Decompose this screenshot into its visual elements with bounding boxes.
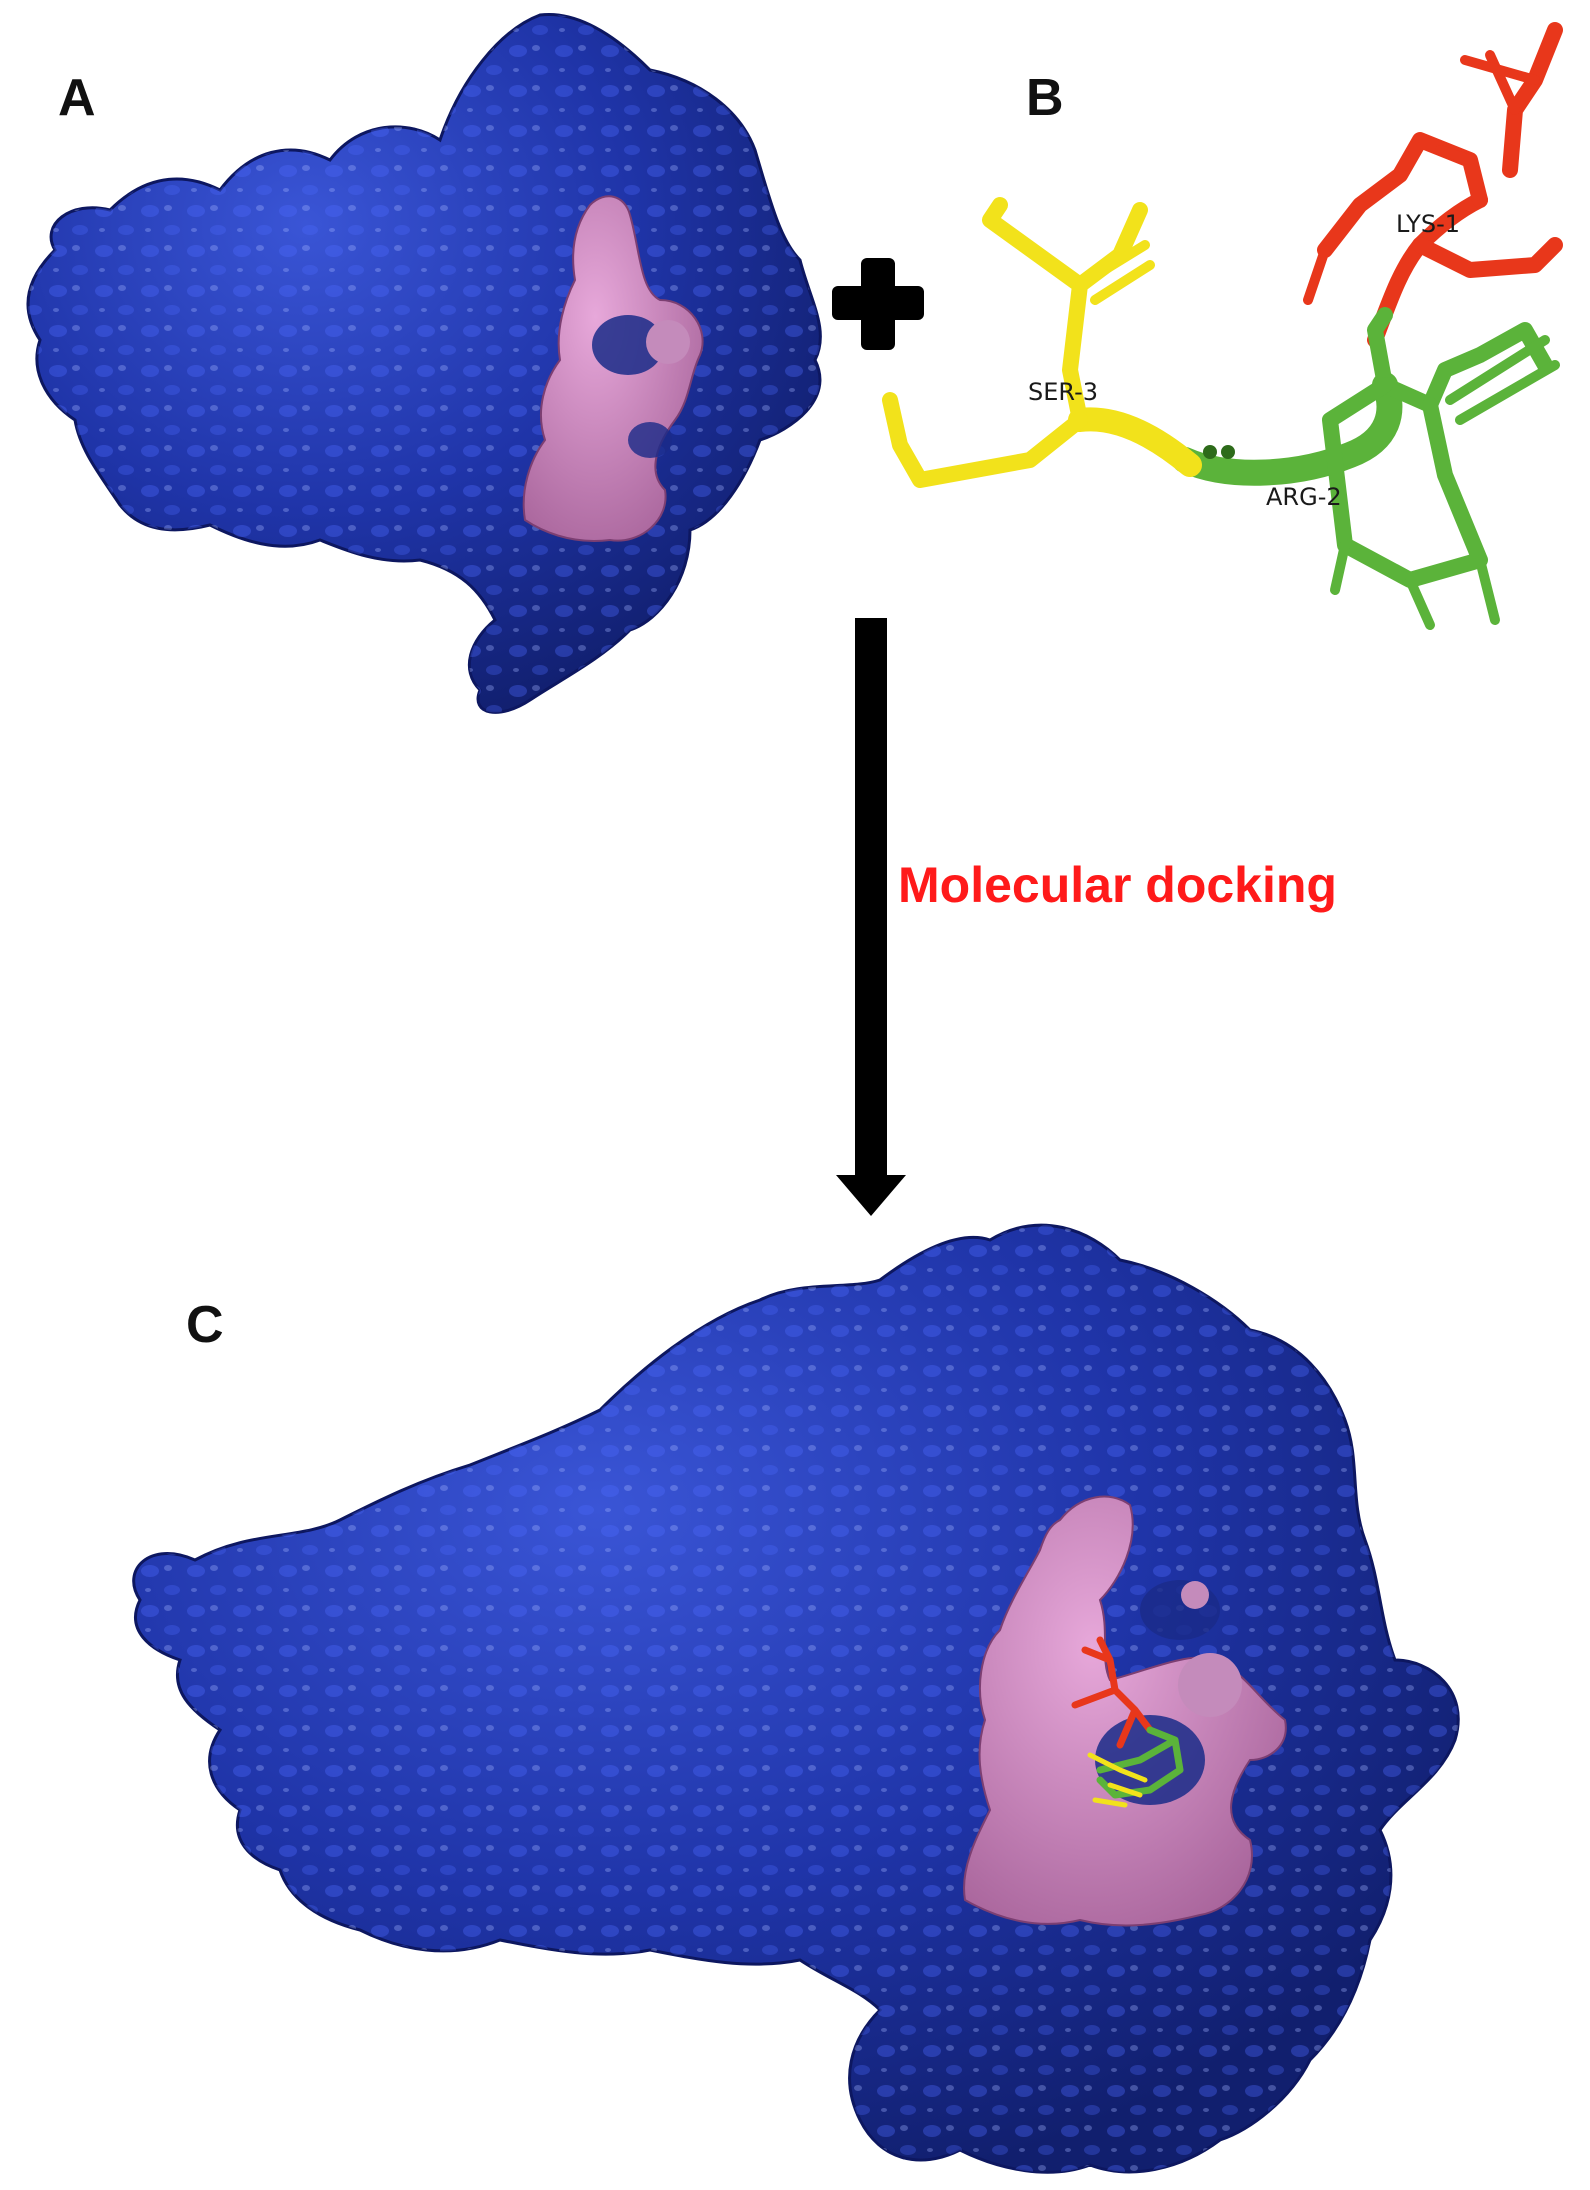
lys-1-upper [1502,22,1563,178]
ser-3-backbone [1068,407,1202,477]
pocket-cavity-a-2 [628,422,672,458]
panel-label-c: C [186,1296,224,1354]
residue-label-lys-1: LYS-1 [1396,210,1460,238]
ser-3-bond-1 [1075,240,1150,290]
pocket-cavity-c-2 [1140,1580,1220,1640]
ser-3-chain [882,392,1088,488]
docking-arrow-shaft [855,618,887,1178]
docking-arrow [836,618,906,1216]
pocket-bump-c [1178,1653,1242,1717]
docked-ligand-ser [1087,1752,1148,1808]
docked-ligand-lys [1071,1636,1154,1749]
panel-label-a: A [58,69,96,127]
protein-surface-a [26,12,822,714]
arg-2-double-bond [1445,335,1560,425]
lys-1-chain [1412,237,1563,278]
protein-surface-a-texture [28,14,821,713]
docking-arrow-head [836,1175,906,1216]
arg-2-bond-1 [1330,540,1350,595]
protein-surface-c [132,1223,1460,2174]
panel-label-b: B [1026,69,1064,127]
ligand-stick-model: LYS-1 ARG-2 SER-3 [882,22,1563,630]
lys-1-bond-1 [1435,145,1475,165]
docking-arrow-label: Molecular docking [898,857,1337,913]
arg-2-ring [1322,377,1488,588]
arg-2-bond-2 [1475,555,1500,625]
pocket-bump-c-2 [1181,1581,1209,1609]
arg-2-sidechain [1367,307,1553,413]
plus-sign-vertical [861,258,895,350]
docked-ligand [1071,1636,1184,1808]
residue-label-ser-3: SER-3 [1028,378,1098,406]
lys-1-bond-3 [1303,245,1330,305]
arg-2-atom-1 [1203,445,1217,459]
arg-2-backbone [1172,372,1403,486]
residue-label-arg-2: ARG-2 [1266,483,1342,511]
protein-surface-c-texture [133,1225,1459,2173]
residue-lys-1 [1303,22,1563,348]
residue-arg-2 [1172,307,1560,630]
arg-2-atom-2 [1221,445,1235,459]
ser-3-bond-2 [1090,260,1155,305]
pocket-cavity-a [592,315,664,375]
plus-sign [832,258,924,350]
arg-2-bond-3 [1405,575,1435,630]
lys-1-bond-4 [1460,55,1540,85]
pocket-bump-a [646,320,690,364]
lys-1-sidechain [1317,132,1488,258]
residue-ser-3 [882,197,1202,488]
